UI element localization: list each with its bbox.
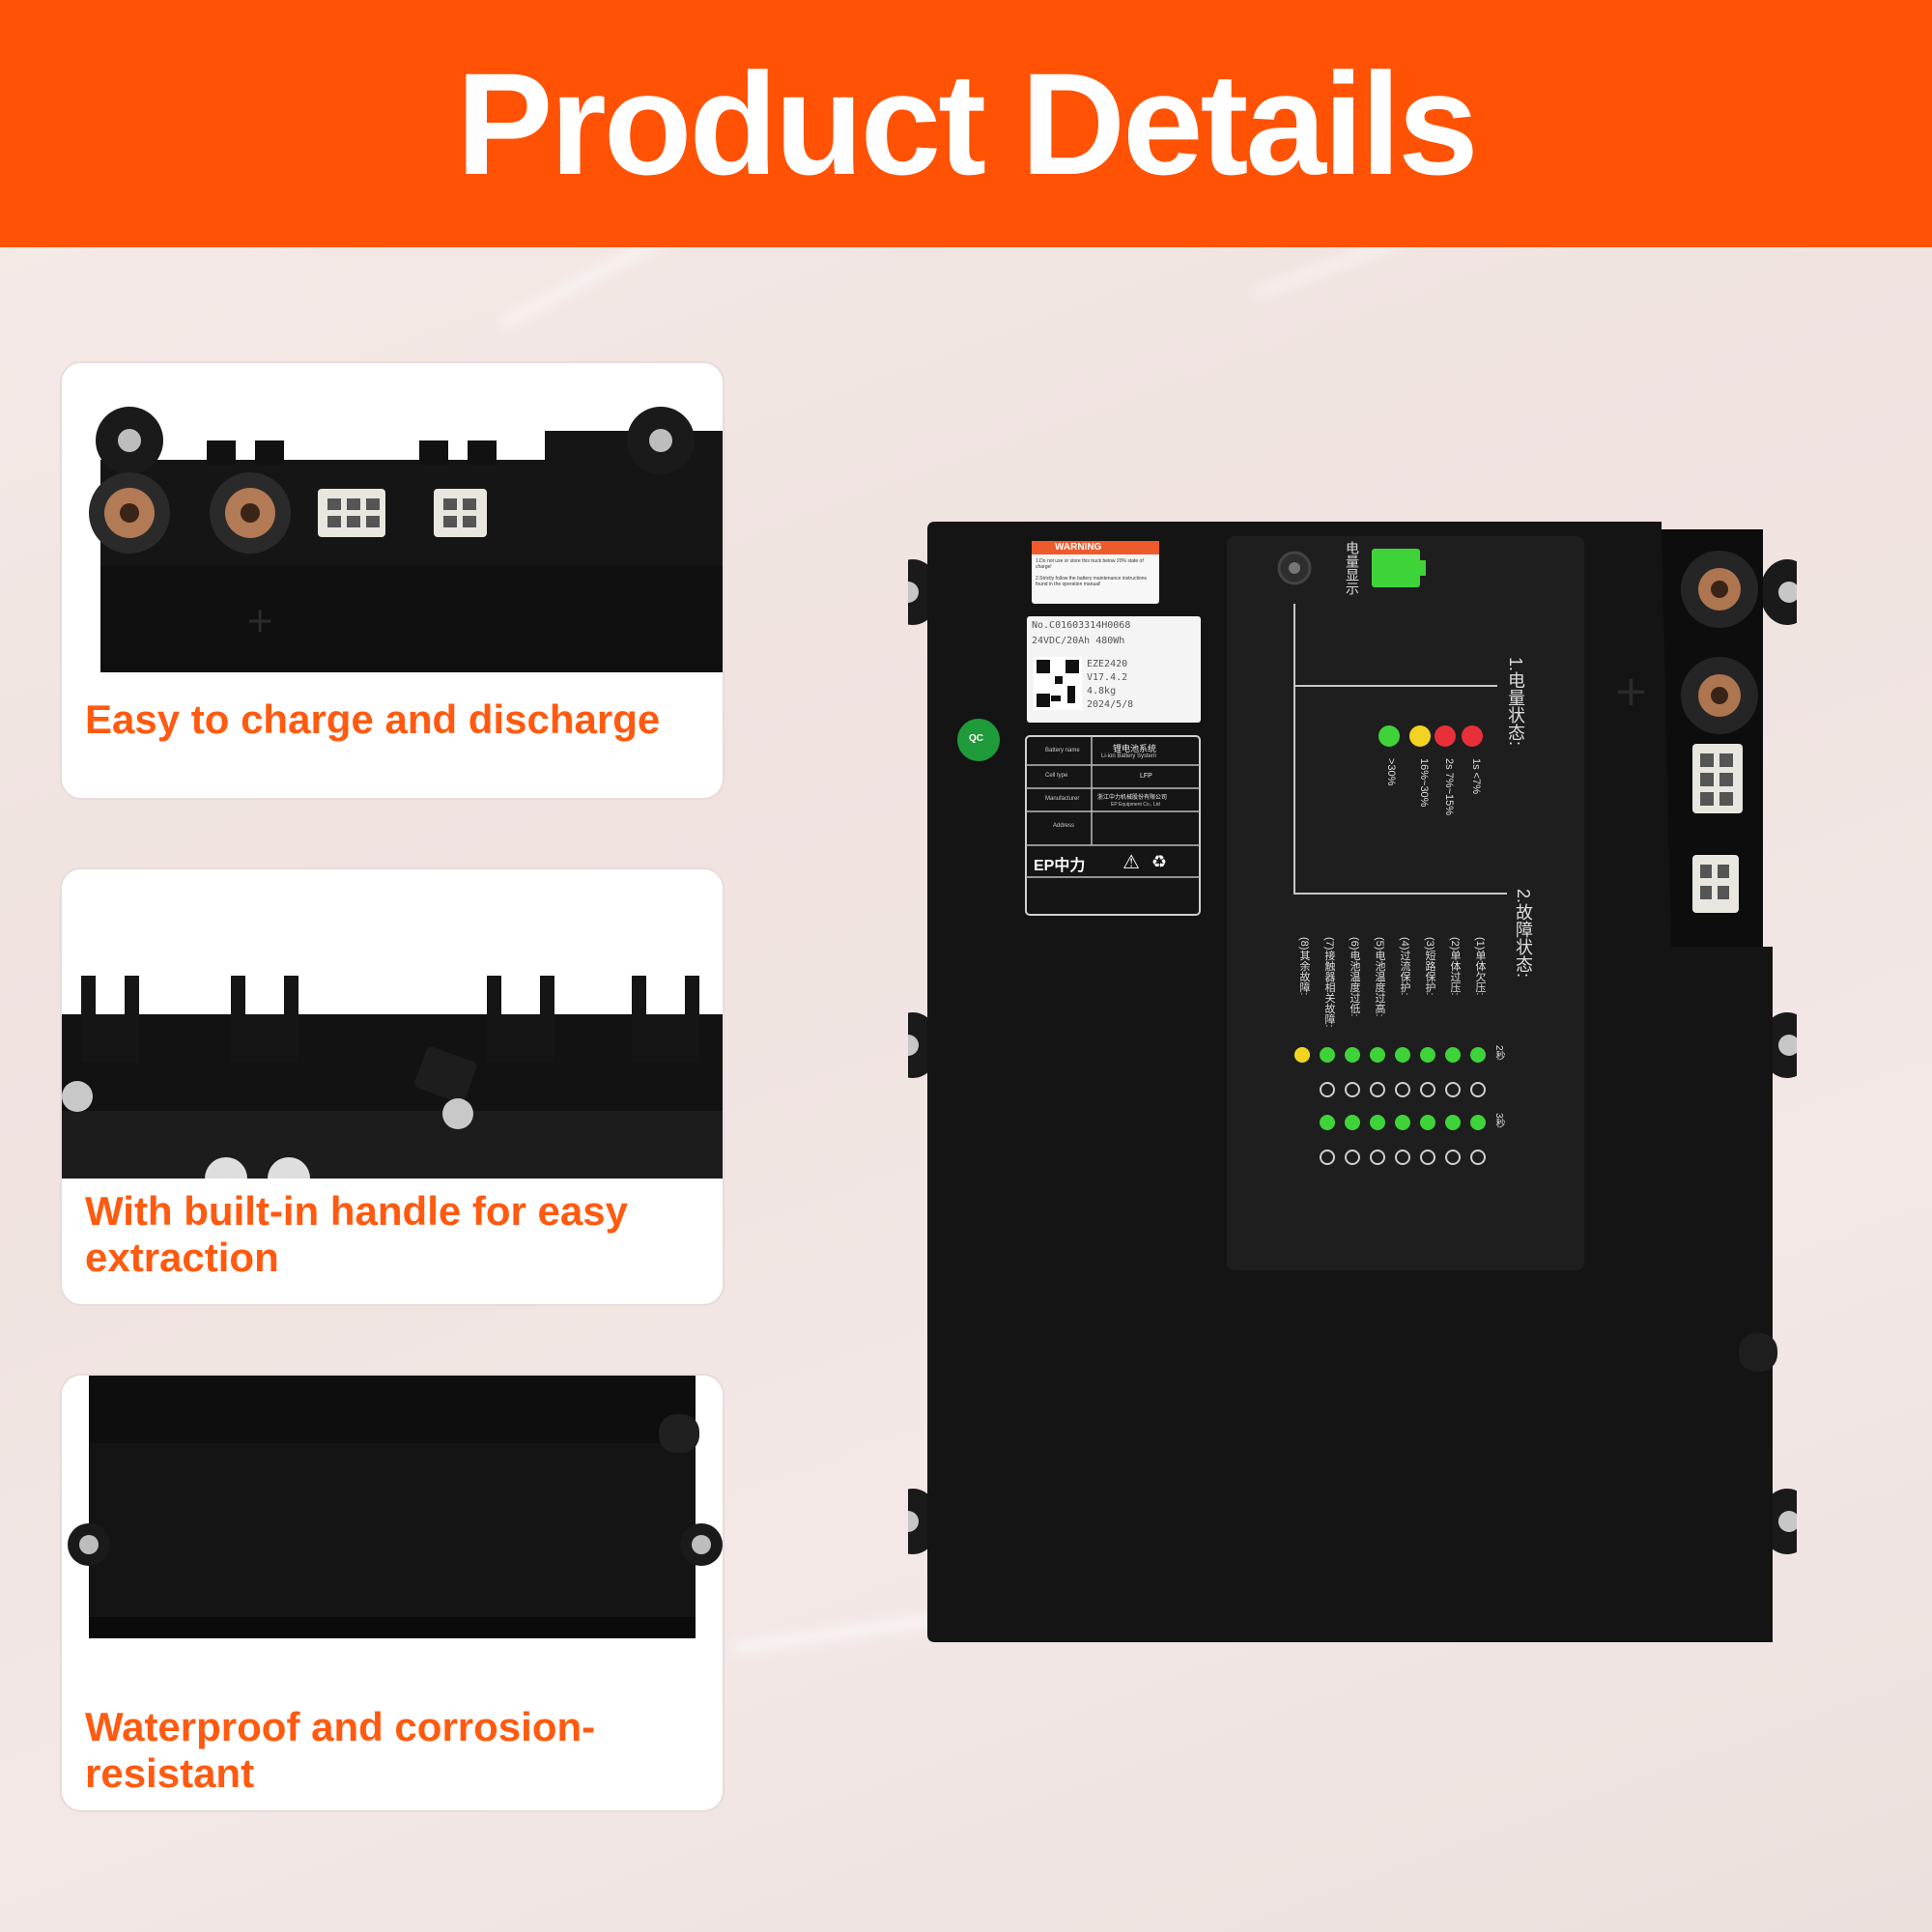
qc-badge: QC xyxy=(969,733,983,744)
rating-row-battery-name: Battery name xyxy=(1045,748,1080,753)
rating-title: 锂电池系统 xyxy=(1113,744,1157,753)
rating-subtitle: Li-ion Battery System xyxy=(1101,753,1157,759)
battery-level-icon xyxy=(1372,549,1420,587)
rating-manufacturer-value-en: EP Equipment Co., Ltd xyxy=(1111,802,1160,808)
fault-4: (4)过流保护: xyxy=(1399,937,1410,996)
feature-caption: Waterproof and corrosion-resistant xyxy=(85,1704,596,1796)
brand-logo: EP中力 xyxy=(1034,858,1086,874)
housing-closeup-image xyxy=(62,1376,723,1685)
fault-7: (7)接触器相关故障: xyxy=(1323,937,1335,1028)
column-2s-label: 2秒 xyxy=(1493,1045,1504,1061)
feature-card-charge: + Easy to charge and discharge xyxy=(60,361,724,800)
manufacture-date: 2024/5/8 xyxy=(1087,699,1134,710)
feature-card-handle: With built-in handle for easy extraction xyxy=(60,867,724,1306)
svg-text:+: + xyxy=(1613,667,1649,716)
fault-2: (2)单体过压: xyxy=(1449,937,1461,996)
section1-level-1: 1s <7% xyxy=(1470,758,1482,794)
warning-line-2: 2.Strictly follow the battery maintenanc… xyxy=(1036,576,1148,587)
rating-cell-type-value: LFP xyxy=(1140,773,1152,780)
warning-title: WARNING xyxy=(1055,542,1102,553)
fault-3: (3)短路保护: xyxy=(1424,937,1435,996)
rating-row-cell-type: Cell type xyxy=(1045,773,1068,779)
terminal-closeup-image: + xyxy=(62,363,723,672)
page-title: Product Details xyxy=(456,42,1478,205)
warning-line-1: 1.Do not use or store this truck below 2… xyxy=(1036,558,1144,570)
battery-version: V17.4.2 xyxy=(1087,672,1128,683)
feature-card-waterproof: Waterproof and corrosion-resistant xyxy=(60,1374,724,1812)
recycle-icon: ♻ xyxy=(1151,852,1168,871)
rating-manufacturer-value: 浙江中力机械股份有限公司 xyxy=(1097,795,1168,801)
section1-level-4: >30% xyxy=(1385,758,1397,786)
battery-level-indicator-label: 电量显示 xyxy=(1345,541,1360,595)
warning-triangle-icon: ⚠ xyxy=(1122,852,1140,873)
feature-caption: Easy to charge and discharge xyxy=(85,696,661,742)
section1-title: 1.电量状态: xyxy=(1506,657,1525,747)
section1-level-3: 16%~30% xyxy=(1418,758,1430,808)
feature-caption: With built-in handle for easy extraction xyxy=(85,1188,628,1280)
battery-spec: 24VDC/20Ah 480Wh xyxy=(1032,636,1125,646)
svg-text:+: + xyxy=(245,601,274,640)
fault-1: (1)单体欠压: xyxy=(1474,937,1486,996)
header-banner: Product Details xyxy=(0,0,1932,247)
section1-level-2: 2s 7%~15% xyxy=(1443,758,1455,816)
rating-row-address: Address xyxy=(1053,823,1075,829)
fault-8: (8)其余故障: xyxy=(1298,937,1310,996)
battery-model: EZE2420 xyxy=(1087,659,1128,669)
battery-product-image: + xyxy=(886,512,1814,1652)
rating-row-manufacturer: Manufacturer xyxy=(1045,796,1080,802)
fault-5: (5)电池温度过高: xyxy=(1374,937,1385,1017)
handle-closeup-image xyxy=(62,869,723,1179)
fault-6: (6)电池温度过低: xyxy=(1349,937,1360,1017)
serial-number: No.C01603314H0068 xyxy=(1032,620,1131,631)
column-3s-label: 3秒 xyxy=(1493,1113,1504,1128)
section2-title: 2.故障状态: xyxy=(1514,889,1533,979)
battery-weight: 4.8kg xyxy=(1087,686,1117,696)
